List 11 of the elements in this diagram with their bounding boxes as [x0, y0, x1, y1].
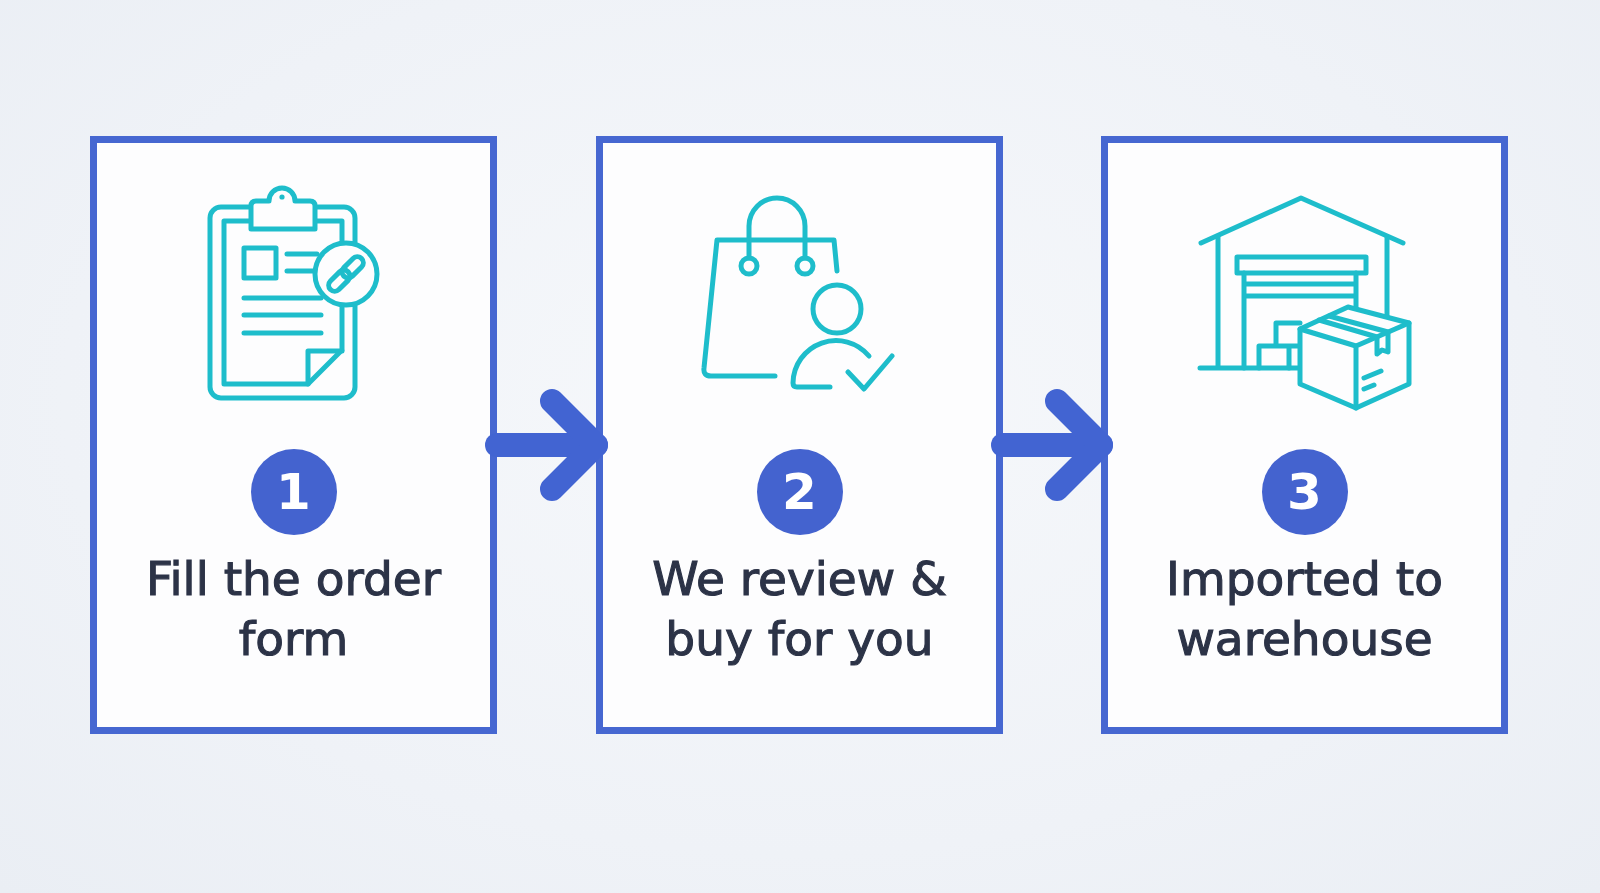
step-card	[596, 136, 1003, 734]
step-card	[1101, 136, 1508, 734]
step-label: Fill the order form	[144, 550, 443, 668]
step-number: 2	[782, 467, 817, 517]
step-label: We review & buy for you	[651, 550, 948, 668]
step-card	[90, 136, 497, 734]
arrow	[485, 389, 608, 501]
step-number: 1	[276, 467, 311, 517]
step-number: 3	[1287, 467, 1322, 517]
step-label: Imported to warehouse	[1165, 550, 1444, 668]
arrow	[991, 389, 1113, 501]
